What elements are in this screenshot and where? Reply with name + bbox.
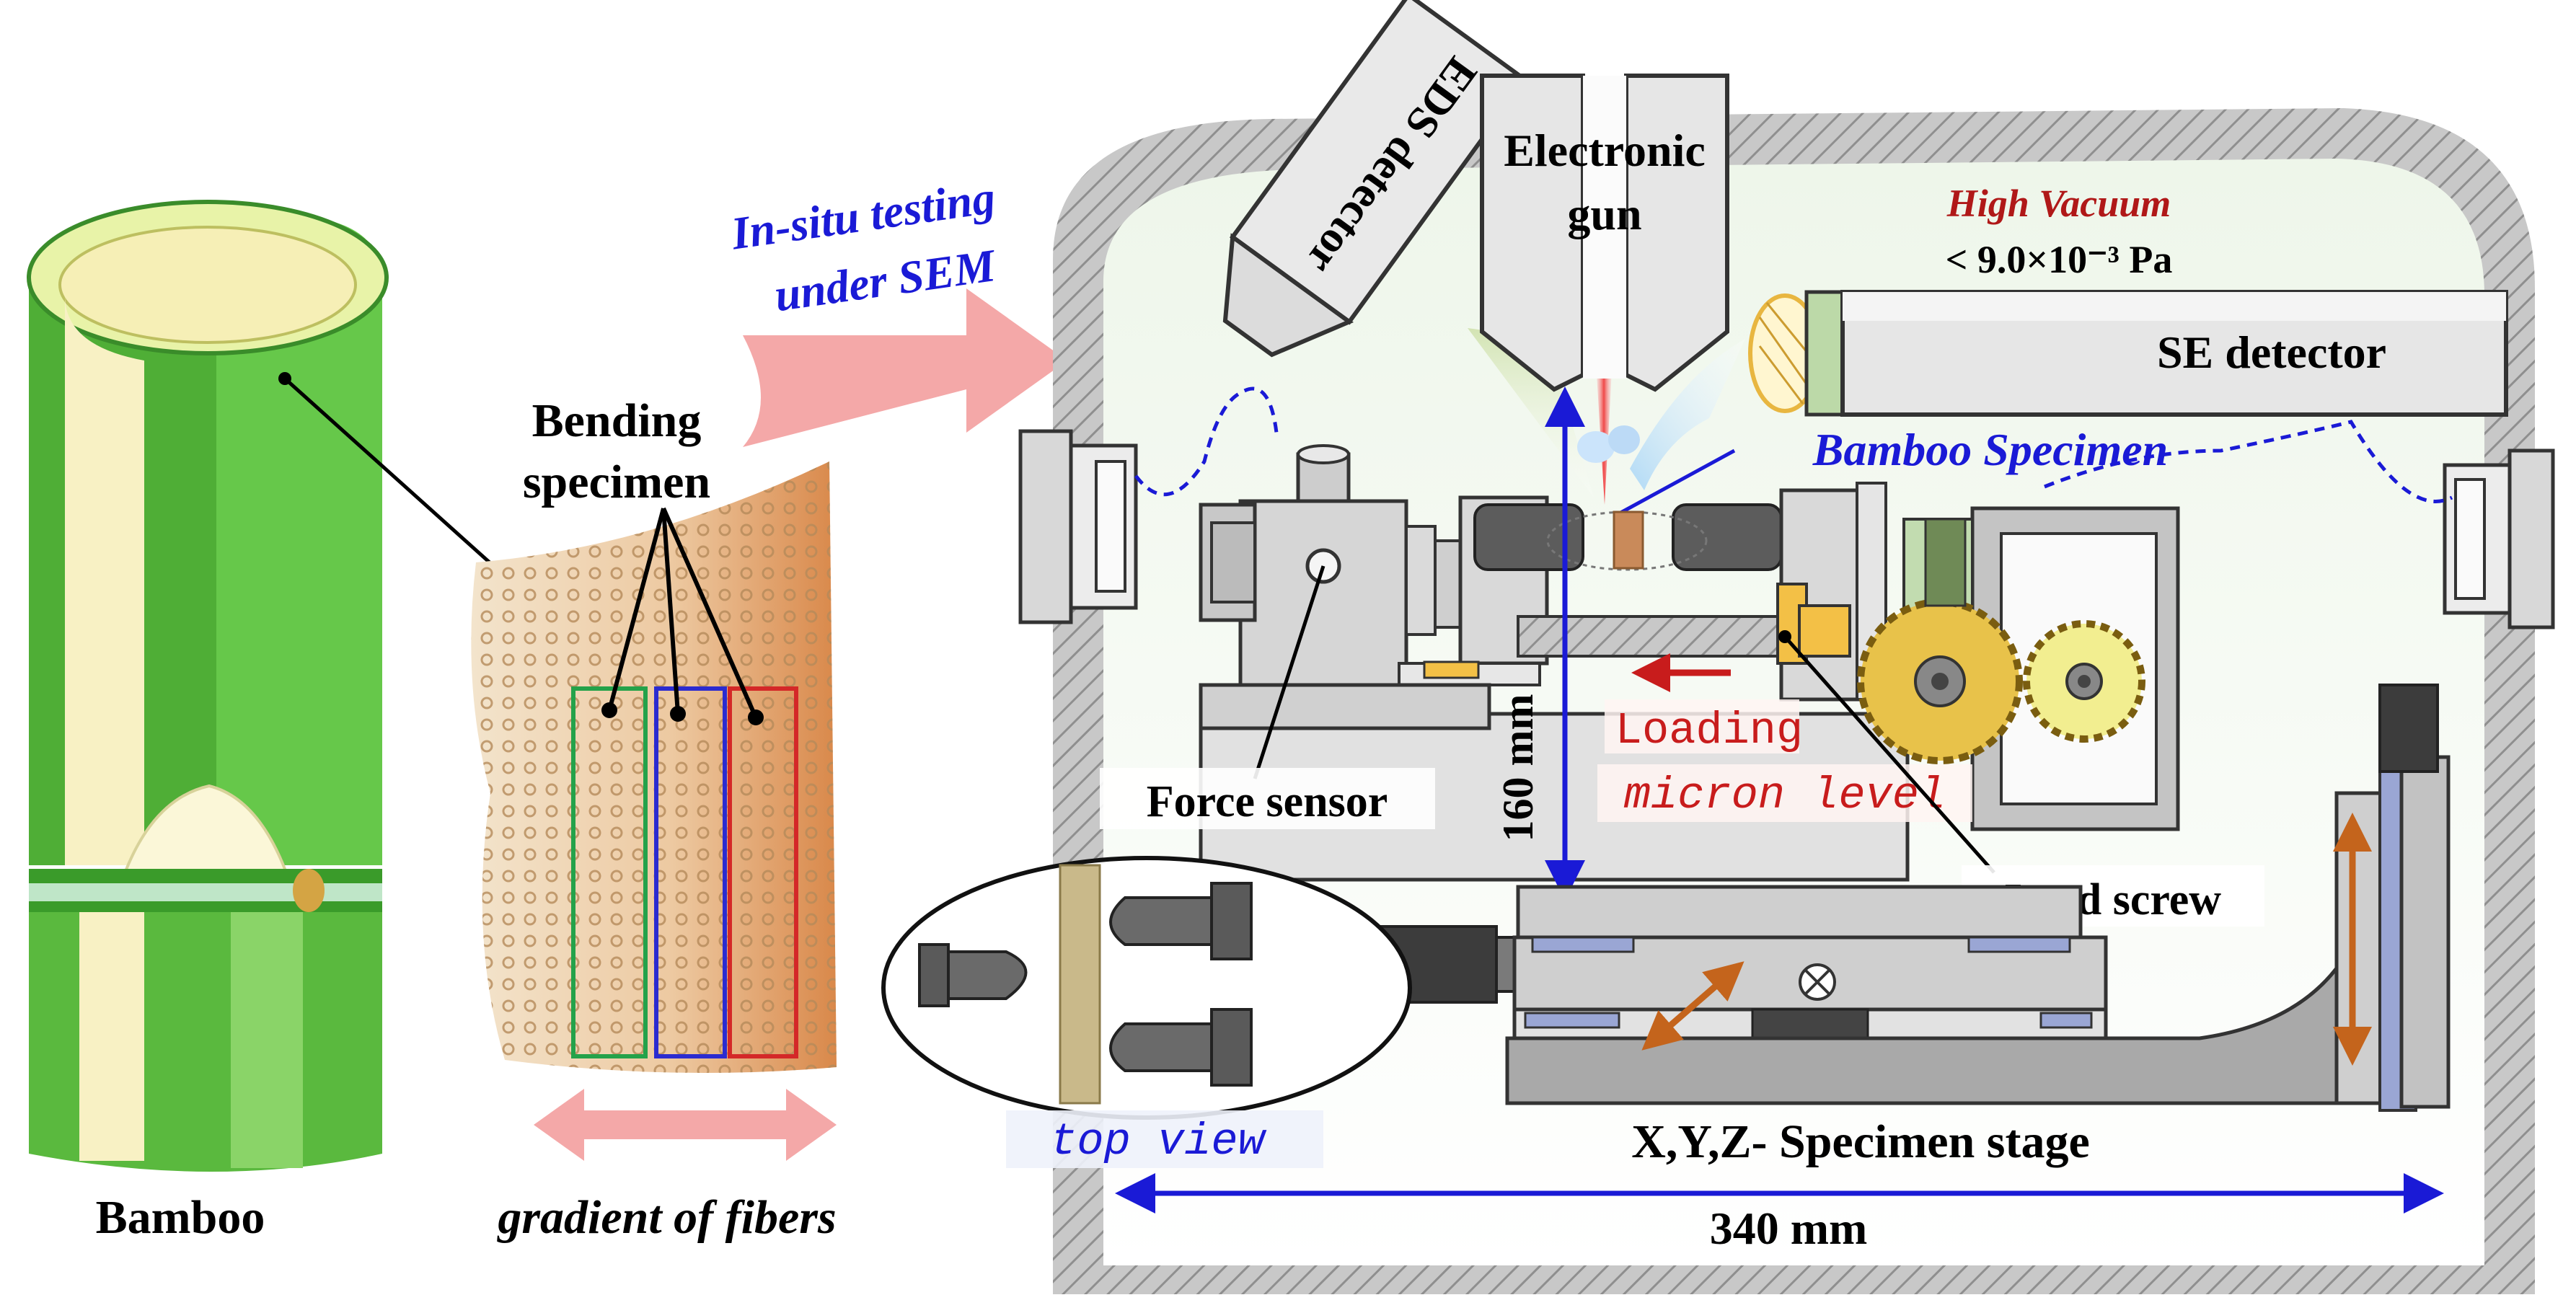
left-port (1018, 429, 1138, 624)
height-label: 160 mm (1494, 694, 1542, 842)
left-cable (1134, 386, 1279, 497)
electronic-gun-label-2: gun (1567, 188, 1641, 239)
specimen-outer-box (571, 686, 648, 1058)
bamboo-specimen (1613, 510, 1644, 570)
insitu-arrow (743, 288, 1067, 447)
right-port (2443, 448, 2555, 629)
right-cable (2044, 420, 2453, 503)
se-detector-label: SE detector (2157, 327, 2386, 378)
gradient-label: gradient of fibers (496, 1191, 836, 1244)
bending-specimen-label-1: Bending (532, 394, 702, 447)
width-label: 340 mm (1710, 1203, 1868, 1254)
loading-micron-label: micron level (1624, 770, 1946, 821)
stage-label: X,Y,Z- Specimen stage (1631, 1115, 2090, 1168)
se-beam (1630, 339, 1745, 490)
insitu-label-2: under SEM (772, 239, 1000, 321)
top-view-inset (881, 856, 1412, 1120)
bamboo-illustration (27, 200, 499, 1172)
specimen-inner-box (728, 686, 798, 1058)
force-sensor-label: Force sensor (1147, 777, 1388, 826)
gradient-double-arrow (534, 1089, 837, 1161)
electronic-gun (1480, 74, 1729, 392)
loading-label: Loading (1615, 705, 1803, 756)
stage-xy-arrow (1641, 961, 1744, 1051)
high-vacuum-label-1: High Vacuum (1946, 182, 2171, 225)
high-vacuum-label-2: < 9.0×10⁻³ Pa (1946, 238, 2173, 281)
se-detector (1748, 290, 2508, 417)
bamboo-specimen-label: Bamboo Specimen (1812, 424, 2168, 475)
bending-specimen-illustration (471, 461, 837, 1161)
electronic-gun-label-1: Electronic (1504, 125, 1706, 176)
bamboo-label: Bamboo (96, 1191, 265, 1244)
top-view-label: top view (1050, 1116, 1266, 1167)
specimen-middle-box (654, 686, 727, 1058)
bending-specimen-label-2: specimen (523, 456, 710, 508)
